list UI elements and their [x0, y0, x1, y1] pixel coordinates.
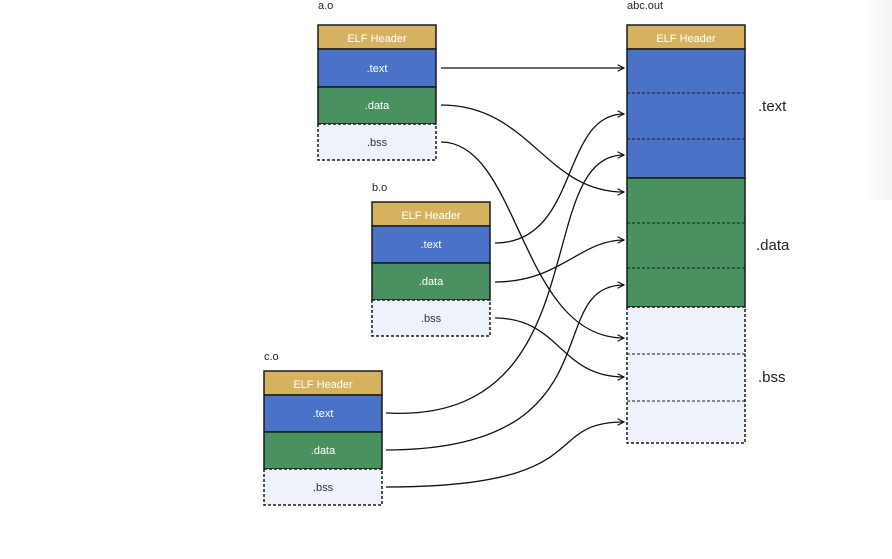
arrow-b-bss-to-out-bss: [494, 317, 624, 377]
arrow-c-bss-to-out-bss: [385, 422, 624, 488]
out-data-box: [626, 177, 746, 308]
out-bss-box: [626, 306, 746, 444]
mapping-arrows: [385, 68, 624, 488]
output-file-name: abc.out: [627, 0, 663, 12]
b-text-box: [371, 225, 491, 264]
c-header-label: ELF Header: [293, 379, 353, 391]
out-header-label: ELF Header: [656, 33, 716, 45]
out-bss-section-label: .bss: [758, 369, 786, 386]
file-name-b: b.o: [372, 182, 387, 194]
file-name-c: c.o: [264, 351, 279, 363]
a-header-label: ELF Header: [347, 33, 407, 45]
c-text-box: [263, 394, 383, 433]
b-data-box: [371, 262, 491, 301]
c-data-box: [263, 431, 383, 470]
a-bss-label: .bss: [367, 137, 388, 149]
arrow-a-bss-to-out-bss: [440, 141, 624, 338]
scroll-shade: [862, 0, 892, 200]
a-text-label: .text: [367, 63, 388, 75]
c-bss-label: .bss: [313, 482, 334, 494]
arrow-b-text-to-out-text: [494, 114, 624, 244]
b-text-label: .text: [421, 239, 442, 251]
object-file-c: c.o ELF Header .text .data .bss: [263, 351, 383, 506]
file-name-a: a.o: [318, 0, 333, 12]
object-file-a: a.o ELF Header .text .data .bss: [317, 0, 437, 161]
out-data-section-label: .data: [756, 237, 790, 254]
a-header-box: [317, 24, 437, 50]
b-data-label: .data: [419, 276, 444, 288]
b-header-label: ELF Header: [401, 210, 461, 222]
b-bss-label: .bss: [421, 313, 442, 325]
a-text-box: [317, 48, 437, 88]
c-bss-box: [263, 468, 383, 506]
arrow-c-data-to-out-data: [385, 285, 624, 451]
a-data-label: .data: [365, 100, 390, 112]
out-text-box: [626, 48, 746, 179]
a-data-box: [317, 86, 437, 125]
arrow-b-data-to-out-data: [494, 240, 624, 283]
out-text-section-label: .text: [758, 98, 787, 115]
a-bss-box: [317, 123, 437, 161]
c-data-label: .data: [311, 445, 336, 457]
output-file: abc.out ELF Header .text .data .bss: [626, 0, 790, 444]
arrow-c-text-to-out-text: [385, 155, 624, 414]
c-text-label: .text: [313, 408, 334, 420]
c-header-box: [263, 370, 383, 396]
b-bss-box: [371, 299, 491, 337]
arrow-a-data-to-out-data: [440, 104, 624, 192]
object-file-b: b.o ELF Header .text .data .bss: [371, 182, 491, 337]
